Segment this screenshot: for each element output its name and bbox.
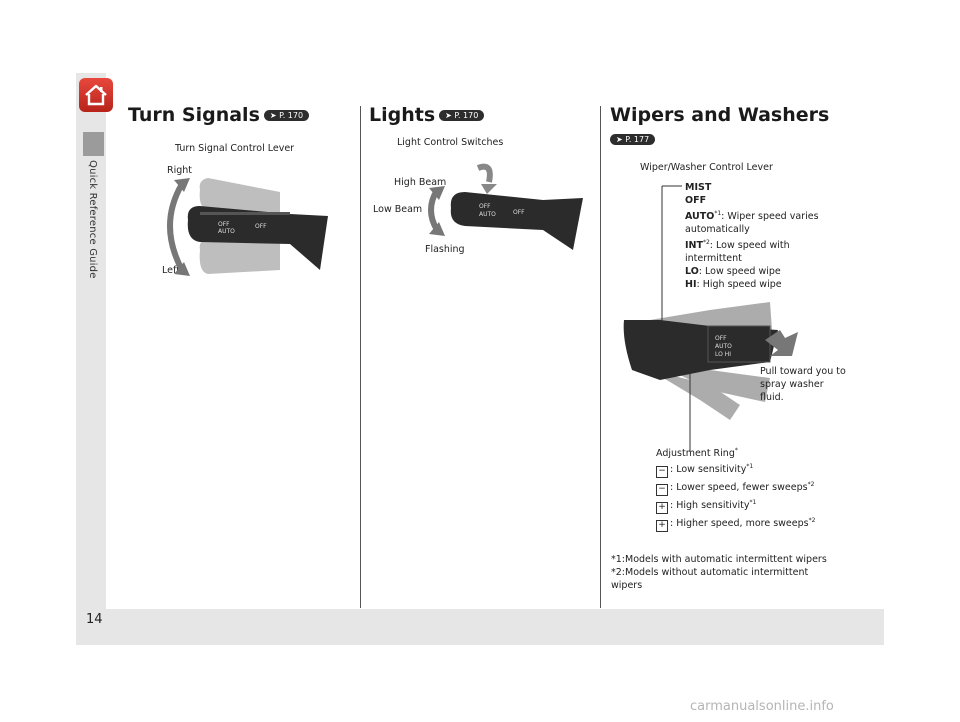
turn-signal-lever-label: Turn Signal Control Lever <box>175 143 295 154</box>
home-icon <box>85 84 107 106</box>
right-label: Right <box>167 165 193 176</box>
wiper-modes-list: MIST OFF AUTO*1: Wiper speed varies auto… <box>685 181 835 291</box>
home-button[interactable] <box>79 78 113 112</box>
mode-mist: MIST <box>685 182 712 193</box>
adjustment-ring-label: Adjustment Ring* <box>656 447 738 459</box>
wiper-lever-illustration: OFF AUTO LO HI <box>623 185 798 452</box>
turn-signal-lever-illustration: OFF AUTO OFF <box>167 178 328 276</box>
mode-int: INT*2: Low speed with intermittent <box>685 239 790 264</box>
svg-text:OFF: OFF <box>255 223 267 230</box>
sidebar-label-text: Quick Reference Guide <box>87 160 98 279</box>
svg-text:OFF: OFF <box>479 203 491 210</box>
sidebar-label: Quick Reference Guide <box>83 160 104 340</box>
page-ref-link[interactable]: ➤ P. 170 <box>263 110 310 121</box>
svg-text:AUTO: AUTO <box>715 343 732 350</box>
mode-off: OFF <box>685 195 707 206</box>
left-label: Left <box>162 265 180 276</box>
lights-lever-illustration: OFF AUTO OFF <box>428 163 583 250</box>
wipers-page-ref: ➤ P. 177 <box>610 130 656 149</box>
ring-item: +: Higher speed, more sweeps*2 <box>656 514 856 532</box>
page-number: 14 <box>86 612 103 627</box>
column-divider <box>600 106 601 608</box>
plus-icon: + <box>656 502 668 514</box>
mode-hi: HI: High speed wipe <box>685 279 782 290</box>
svg-text:LO HI: LO HI <box>715 351 731 358</box>
pull-instruction: Pull toward you to spray washer fluid. <box>760 366 846 403</box>
svg-text:OFF: OFF <box>218 221 230 228</box>
watermark: carmanualsonline.info <box>690 699 834 714</box>
footnote-1: *1:Models with automatic intermittent wi… <box>611 554 827 565</box>
svg-text:OFF: OFF <box>513 209 525 216</box>
flashing-label: Flashing <box>425 244 465 255</box>
svg-text:AUTO: AUTO <box>218 228 235 235</box>
minus-icon: − <box>656 484 668 496</box>
footnote-2: *2:Models without automatic intermittent… <box>611 567 809 591</box>
ring-item: +: High sensitivity*1 <box>656 496 856 514</box>
turn-signals-title: Turn Signals➤ P. 170 <box>128 104 310 126</box>
svg-text:AUTO: AUTO <box>479 211 496 218</box>
adjustment-ring-info: Adjustment Ring* −: Low sensitivity*1 −:… <box>656 444 856 532</box>
column-divider <box>360 106 361 608</box>
page-ref-link[interactable]: ➤ P. 170 <box>439 110 485 121</box>
page-ref-link[interactable]: ➤ P. 177 <box>610 134 656 145</box>
sidebar-tab[interactable] <box>83 132 104 156</box>
high-beam-label: High Beam <box>394 177 447 188</box>
low-beam-label: Low Beam <box>373 204 423 215</box>
svg-text:OFF: OFF <box>715 335 727 342</box>
ring-item: −: Lower speed, fewer sweeps*2 <box>656 478 856 496</box>
footnotes: *1:Models with automatic intermittent wi… <box>611 553 841 592</box>
wipers-title: Wipers and Washers <box>610 104 830 126</box>
wiper-lever-label: Wiper/Washer Control Lever <box>640 162 773 173</box>
mode-lo: LO: Low speed wipe <box>685 266 781 277</box>
lights-title: Lights➤ P. 170 <box>369 104 485 126</box>
ring-item: −: Low sensitivity*1 <box>656 460 856 478</box>
mode-auto: AUTO*1: Wiper speed varies automatically <box>685 210 819 235</box>
minus-icon: − <box>656 466 668 478</box>
plus-icon: + <box>656 520 668 532</box>
light-switches-label: Light Control Switches <box>397 137 504 148</box>
